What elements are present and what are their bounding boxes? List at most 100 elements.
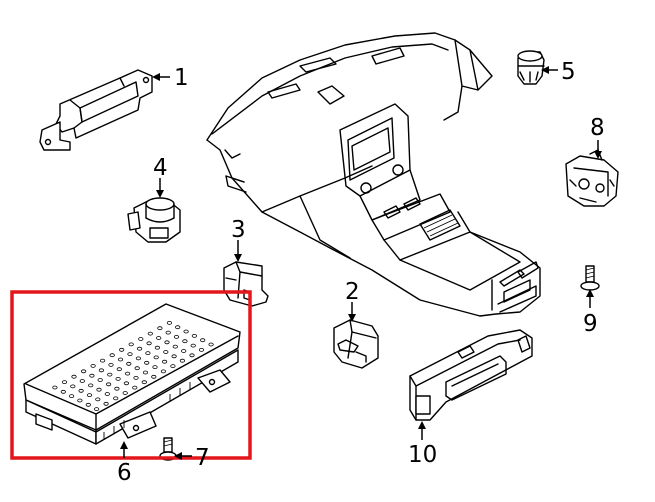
- module-dot: [157, 326, 163, 331]
- module-dot: [175, 325, 181, 330]
- part-9-screw[interactable]: [580, 265, 600, 291]
- module-dot: [160, 369, 166, 374]
- module-dot: [79, 379, 85, 383]
- module-dot: [172, 344, 178, 349]
- module-dot: [165, 330, 171, 335]
- module-dot: [163, 350, 169, 354]
- module-dot: [170, 364, 176, 369]
- part-8-connector[interactable]: [565, 149, 619, 207]
- callout-6: 6: [117, 460, 132, 486]
- highlight-frame: [10, 290, 252, 460]
- part-6-dot-grid: [52, 320, 214, 412]
- module-dot: [156, 336, 162, 340]
- module-dot: [107, 372, 113, 377]
- module-dot: [208, 342, 214, 347]
- module-dot: [132, 385, 138, 390]
- callout-7: 7: [195, 445, 210, 471]
- module-dot: [137, 346, 143, 351]
- module-dot: [133, 375, 139, 380]
- module-dot: [104, 392, 110, 396]
- module-dot: [146, 341, 152, 346]
- module-dot: [52, 385, 58, 390]
- module-dot: [81, 369, 87, 374]
- module-dot: [122, 391, 128, 395]
- callout-10: 10: [408, 442, 437, 468]
- dashboard-console-assembly: [206, 32, 541, 317]
- module-dot: [89, 373, 95, 378]
- module-dot: [126, 361, 132, 366]
- module-dot: [95, 397, 101, 402]
- module-dot: [128, 342, 134, 347]
- module-dot: [90, 363, 96, 368]
- module-dot: [115, 376, 121, 381]
- module-dot: [135, 356, 141, 361]
- module-dot: [125, 371, 131, 376]
- module-dot: [123, 381, 130, 386]
- callout-5: 5: [561, 59, 576, 85]
- module-dot: [141, 380, 147, 385]
- module-dot: [70, 384, 76, 389]
- part-1-module[interactable]: [39, 69, 153, 151]
- module-dot: [145, 351, 151, 356]
- callout-3: 3: [231, 217, 246, 243]
- module-dot: [119, 347, 125, 352]
- callout-labels: 1 2 3 4 5 6 7 8 9 10: [117, 59, 605, 486]
- module-dot: [103, 401, 109, 406]
- module-dot: [60, 389, 66, 394]
- module-dot: [173, 334, 180, 339]
- module-dot: [78, 388, 84, 393]
- part-5-button[interactable]: [517, 50, 545, 85]
- callout-4: 4: [153, 155, 168, 181]
- module-dot: [109, 353, 115, 358]
- module-dot: [61, 380, 68, 385]
- part-4-switch[interactable]: [127, 197, 181, 243]
- module-dot: [144, 360, 150, 365]
- module-dot: [181, 349, 187, 353]
- module-dot: [182, 339, 188, 344]
- callout-1: 1: [174, 65, 189, 91]
- module-dot: [142, 370, 149, 375]
- module-dot: [116, 367, 122, 372]
- module-dot: [190, 343, 196, 348]
- part-10-control-panel[interactable]: [409, 329, 533, 421]
- callout-9: 9: [583, 311, 598, 337]
- leader-lines: [120, 66, 602, 460]
- module-dot: [69, 394, 75, 399]
- module-dot: [151, 374, 157, 379]
- module-dot: [71, 374, 77, 379]
- module-dot: [198, 347, 205, 352]
- part-3-sensor[interactable]: [223, 261, 269, 307]
- module-dot: [97, 378, 103, 382]
- module-dot: [77, 398, 83, 403]
- module-dot: [171, 354, 177, 359]
- callout-2: 2: [345, 279, 360, 305]
- module-dot: [166, 320, 172, 325]
- module-dot: [94, 407, 100, 412]
- module-dot: [113, 396, 119, 401]
- module-dot: [147, 331, 153, 336]
- module-dot: [86, 393, 93, 398]
- module-dot: [114, 386, 120, 391]
- module-dot: [153, 355, 159, 360]
- module-dot: [164, 340, 170, 345]
- module-dot: [117, 357, 124, 362]
- module-dot: [108, 362, 114, 367]
- module-dot: [98, 368, 105, 373]
- module-dot: [100, 358, 106, 363]
- module-dot: [189, 353, 195, 358]
- part-6-control-module[interactable]: [23, 303, 241, 445]
- module-dot: [138, 337, 144, 341]
- module-dot: [154, 345, 160, 350]
- module-dot: [183, 329, 189, 334]
- module-dot: [191, 333, 197, 338]
- module-dot: [162, 359, 168, 364]
- module-dot: [179, 358, 185, 363]
- module-dot: [88, 383, 94, 388]
- module-dot: [200, 338, 206, 343]
- part-2-switch[interactable]: [333, 319, 379, 369]
- callout-8: 8: [590, 115, 605, 141]
- module-dot: [96, 387, 102, 392]
- module-dot: [106, 382, 112, 387]
- module-dot: [85, 402, 91, 407]
